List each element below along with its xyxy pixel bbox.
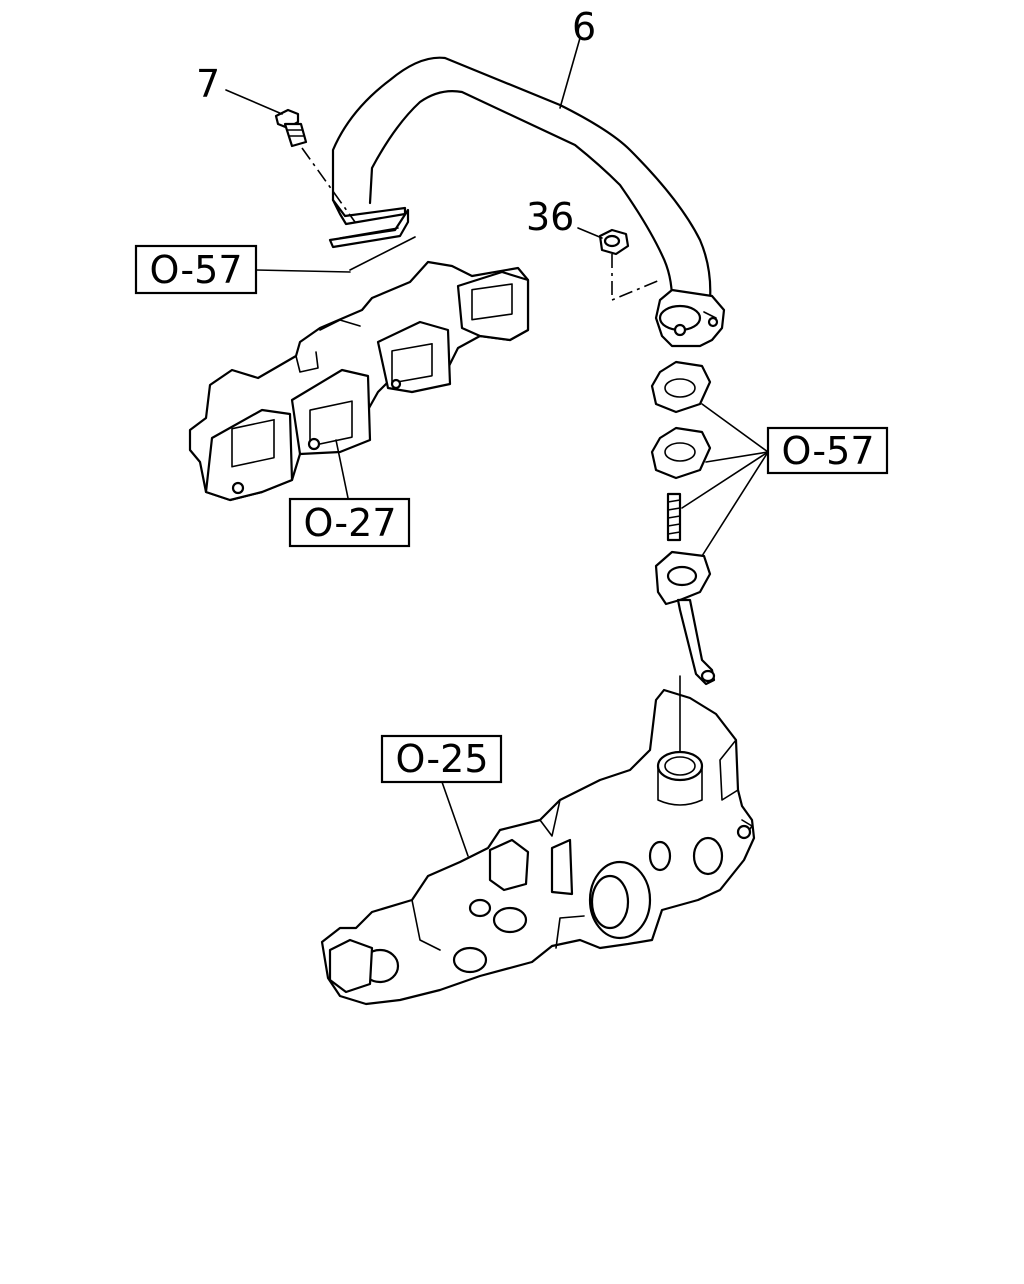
ref-box-lower-gaskets: O-57: [766, 426, 889, 475]
exhaust-manifold: [188, 260, 530, 502]
ref-label: O-57: [781, 429, 874, 473]
ref-box-exhaust-manifold: O-27: [288, 497, 411, 548]
water-pipe: [328, 56, 726, 348]
pipe-fitting: [654, 550, 716, 686]
flange-nut: [598, 228, 630, 256]
gasket-2: [650, 426, 712, 480]
ref-box-housing: O-25: [380, 734, 503, 784]
leader-lines: [225, 37, 769, 857]
gasket-upper: [349, 236, 416, 271]
ref-label: O-57: [149, 248, 242, 292]
bolt: [274, 108, 308, 148]
ref-box-upper-gasket: O-57: [134, 244, 258, 295]
callout-pipe: 6: [572, 5, 596, 49]
housing: [320, 688, 756, 1006]
nut-center-line: [611, 254, 661, 302]
bolt-center-line: [301, 147, 356, 223]
ref-label: O-27: [303, 501, 396, 545]
callout-nut: 36: [526, 195, 574, 239]
stud: [666, 492, 682, 542]
gasket-1: [650, 360, 712, 414]
ref-label: O-25: [395, 737, 488, 781]
callout-bolt: 7: [196, 62, 220, 106]
